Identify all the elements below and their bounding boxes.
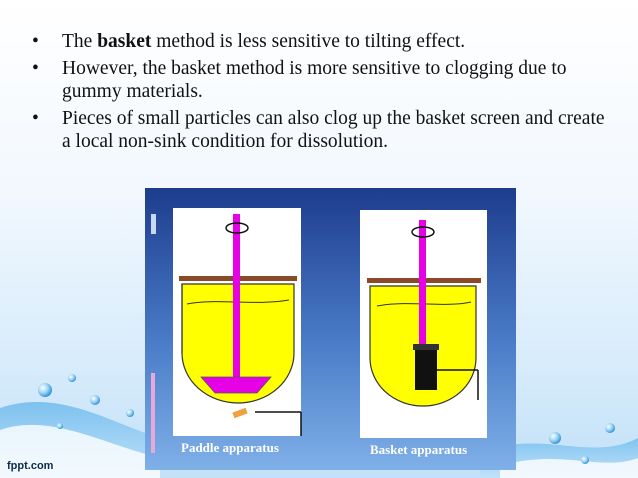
rotation-arrow-icon bbox=[411, 226, 435, 238]
basket bbox=[415, 346, 437, 390]
paddle-label: Paddle apparatus bbox=[181, 440, 279, 455]
bullet-text: method is less sensitive to tilting effe… bbox=[151, 31, 466, 52]
tablet bbox=[232, 407, 248, 419]
basket-shaft bbox=[419, 220, 426, 348]
bullet-marker: • bbox=[32, 31, 39, 52]
bullet-item: • The basket method is less sensitive to… bbox=[26, 30, 616, 53]
paddle-apparatus bbox=[173, 208, 302, 436]
paddle-shaft bbox=[233, 214, 240, 379]
bullet-marker: • bbox=[32, 108, 39, 129]
bullet-item: • However, the basket method is more sen… bbox=[26, 57, 616, 103]
basket-label: Basket apparatus bbox=[370, 442, 467, 457]
bullet-list: • The basket method is less sensitive to… bbox=[26, 30, 616, 157]
bullet-item: • Pieces of small particles can also clo… bbox=[26, 107, 616, 153]
dissolution-apparatus-figure: Paddle apparatus Basket apparatus bbox=[145, 188, 516, 470]
basket-apparatus bbox=[360, 210, 487, 438]
rotation-arrow-icon bbox=[225, 222, 249, 234]
brand-watermark: fppt.com bbox=[7, 460, 54, 472]
bullet-marker: • bbox=[32, 58, 39, 79]
bullet-text: However, the basket method is more sensi… bbox=[62, 58, 567, 102]
bullet-text: The bbox=[62, 31, 98, 52]
wave-decoration bbox=[0, 374, 638, 478]
paddle-blade bbox=[200, 376, 272, 394]
bullet-text: Pieces of small particles can also clog … bbox=[62, 108, 605, 152]
bullet-bold-text: basket bbox=[97, 31, 152, 52]
